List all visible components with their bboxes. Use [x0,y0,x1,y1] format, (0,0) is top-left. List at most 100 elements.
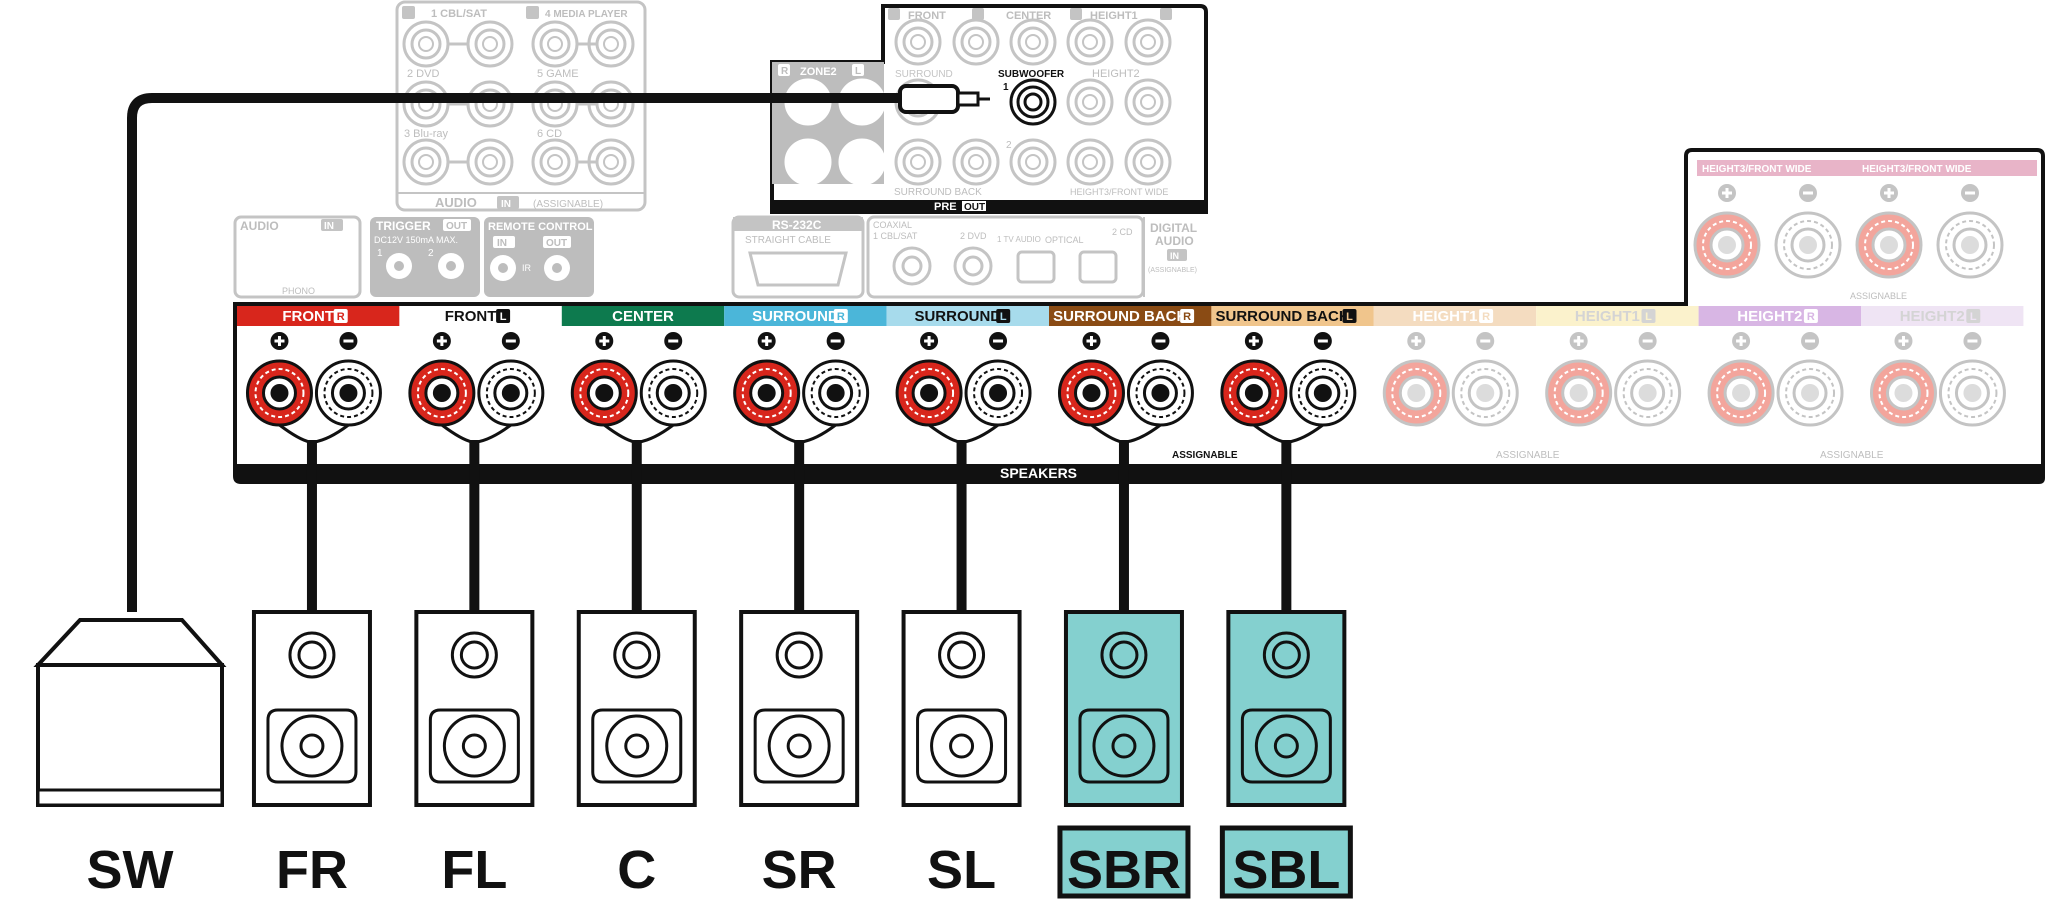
positive-terminal [245,332,313,427]
remote-out: OUT [546,238,567,249]
speaker-label: FR [276,840,348,900]
positive-terminal [408,332,476,427]
speaker-fr: FR [251,610,372,900]
audio-in-footer: AUDIO [435,195,477,210]
positive-terminal [1545,332,1613,427]
svg-text:L: L [855,66,861,77]
audio-in-label-6: 6 CD [537,128,562,140]
negative-terminal [1126,332,1194,427]
speaker-cables [306,440,1292,612]
negative-terminal [802,332,870,427]
trigger-panel: TRIGGER OUT DC12V 150mA MAX. 1 2 [370,217,480,297]
rca-jack [531,138,579,186]
remote-panel: REMOTE CONTROL IN OUT IR [484,217,594,297]
audio-in-label-1: 1 CBL/SAT [431,8,487,20]
zone2-label: ZONE2 [800,66,837,78]
rs232c-sub: STRAIGHT CABLE [745,235,831,246]
preout-panel: PRE OUT R ZONE2 L ZONE3 FRONT CENTER HEI… [770,3,1208,214]
trigger-out: OUT [446,221,467,232]
digital-coaxial: COAXIAL [873,220,912,230]
rca-jack [402,138,450,186]
speaker-label: FL [441,840,507,900]
negative-terminal [1936,184,2004,279]
terminal-label: HEIGHT2 [1900,308,1965,325]
phono-sub: PHONO [282,286,315,296]
speaker-row: SW FR FL C SR SL SBR SBL [33,610,1353,900]
preout-surround-back: SURROUND BACK [894,187,982,198]
positive-terminal [1693,184,1761,279]
height3-r-label: HEIGHT3/FRONT WIDE [1702,164,1812,175]
terminal-label: FRONT [445,308,497,325]
height3-l-label: HEIGHT3/FRONT WIDE [1862,164,1972,175]
rca-jack [952,18,1000,66]
negative-terminal [1289,332,1357,427]
zone3-label: ZONE3 [800,185,837,197]
terminal-label: SURROUND [914,308,1001,325]
height3-assignable: ASSIGNABLE [1850,291,1907,301]
audio-in-panel: 1 CBL/SAT 4 MEDIA PLAYER 2 DVD 5 GAME 3 … [395,0,647,212]
audio-in-badge: IN [501,199,511,210]
digital-title2: AUDIO [1155,234,1194,248]
terminal-header: HEIGHT2 L [1861,306,2024,326]
terminal-side: L [1970,311,1977,323]
digital-title1: DIGITAL [1150,221,1197,235]
speaker-label: SBL [1232,840,1340,900]
positive-terminal [895,332,963,427]
digital-assignable: (ASSIGNABLE) [1148,267,1197,274]
subwoofer-cable [127,84,990,612]
speaker-sbr: SBR [1057,610,1191,900]
sub-num-1: 1 [1003,82,1009,93]
speaker-label: SR [762,840,837,900]
terminal-posts [245,332,2006,444]
height3-terminals [1693,184,2004,279]
terminal-side: L [1000,311,1007,323]
rca-jack [466,138,514,186]
remote-title: REMOTE CONTROL [488,221,593,233]
rca-jack [587,138,635,186]
audio-rca-jacks [402,20,635,186]
phono-panel: AUDIO IN PHONO [233,215,362,299]
speaker-label: SBR [1067,840,1181,900]
sub-num-2: 2 [1006,140,1012,151]
rca-jack [894,18,942,66]
rca-jack [784,138,832,186]
preout-footer: PRE [934,201,957,213]
phono-title: AUDIO [240,219,279,233]
audio-in-assignable: (ASSIGNABLE) [533,199,603,210]
terminal-label: HEIGHT2 [1737,308,1802,325]
negative-terminal [1451,332,1519,427]
positive-terminal [1707,332,1775,427]
rca-jack [838,138,886,186]
rca-jack [894,138,942,186]
rca-jack [466,20,514,68]
rca-jack [952,138,1000,186]
speaker-label: SW [87,840,174,900]
negative-terminal [477,332,545,427]
speaker-label: C [617,840,656,900]
remote-ir: IR [522,263,532,273]
negative-terminal [639,332,707,427]
positive-terminal [570,332,638,427]
terminal-side: L [1645,311,1652,323]
negative-terminal [1774,184,1842,279]
audio-in-label-3: 3 Blu-ray [404,128,449,140]
terminal-label: CENTER [612,308,674,325]
digital-cd: 2 CD [1112,227,1133,237]
positive-terminal [1869,332,1937,427]
negative-terminal [964,332,1032,427]
terminal-side: R [1183,311,1191,323]
preout-height3: HEIGHT3/FRONT WIDE [1070,187,1168,197]
negative-terminal [314,332,382,427]
assignable-label-1: ASSIGNABLE [1172,450,1238,461]
preout-surround: SURROUND [895,69,953,80]
speakers-label: SPEAKERS [1000,465,1077,481]
speaker-sl: SL [901,610,1022,900]
